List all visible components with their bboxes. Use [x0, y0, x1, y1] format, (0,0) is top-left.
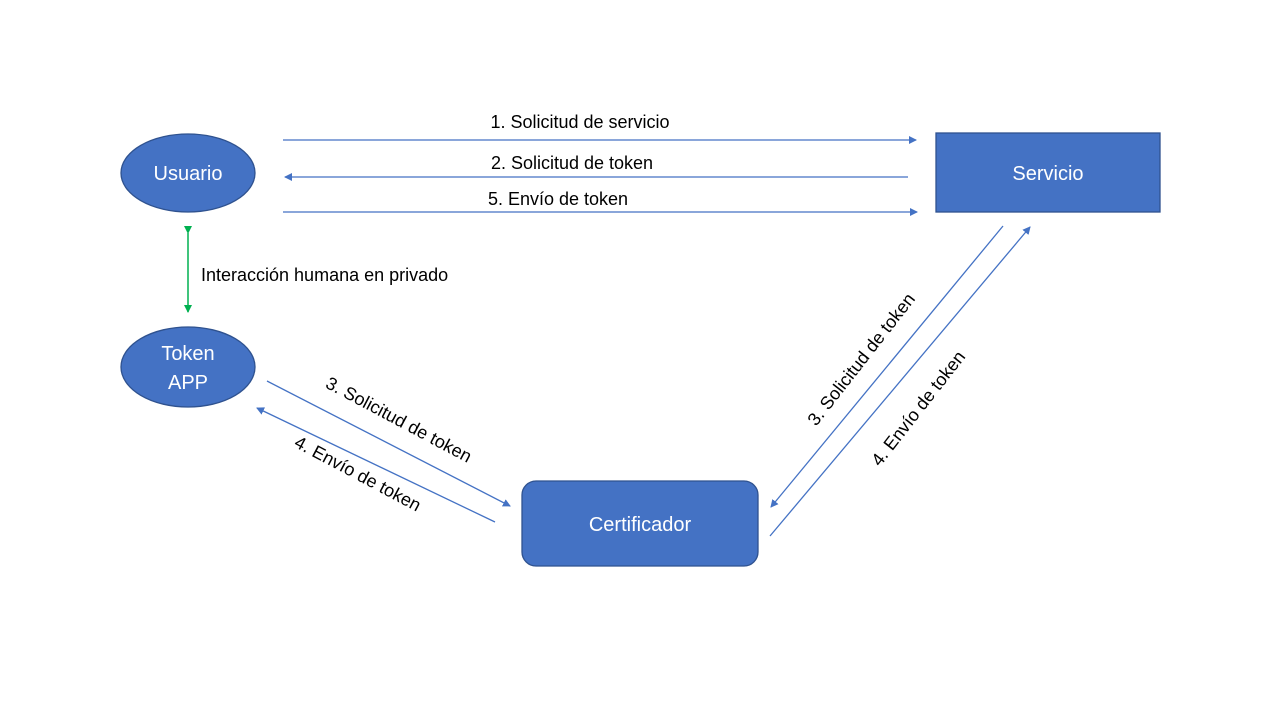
servicio-label: Servicio — [1012, 163, 1083, 185]
label-solicitud-token-3-right: 3. Solicitud de token — [803, 289, 919, 429]
servicio-shape — [935, 132, 1161, 213]
arrow-solicitud-token-3-right — [770, 225, 1004, 508]
usuario-shape — [120, 133, 256, 213]
token-app-label-line2: APP — [168, 372, 208, 394]
label-solicitud-token-3-left: 3. Solicitud de token — [323, 373, 476, 467]
arrow-envio-token-4-left — [256, 407, 496, 523]
token-app-shape — [120, 326, 256, 408]
certificador-label: Certificador — [589, 514, 692, 536]
node-certificador: Certificador — [521, 480, 759, 567]
certificador-shape — [521, 480, 759, 567]
arrow-envio-token-4-right — [769, 226, 1031, 537]
label-envio-token-4-left: 4. Envío de token — [291, 432, 424, 515]
label-envio-token-4-right: 4. Envío de token — [867, 347, 969, 470]
node-token-app: Token APP — [120, 326, 256, 408]
label-solicitud-servicio: 1. Solicitud de servicio — [490, 112, 669, 132]
label-interaccion-humana: Interacción humana en privado — [201, 265, 448, 285]
token-app-label-line1: Token — [161, 343, 214, 365]
node-servicio: Servicio — [935, 132, 1161, 213]
node-usuario: Usuario — [120, 133, 256, 213]
usuario-label: Usuario — [154, 163, 223, 185]
label-solicitud-token-2: 2. Solicitud de token — [491, 153, 653, 173]
arrow-solicitud-token-3-left — [266, 380, 511, 507]
label-envio-token-5: 5. Envío de token — [488, 189, 628, 209]
